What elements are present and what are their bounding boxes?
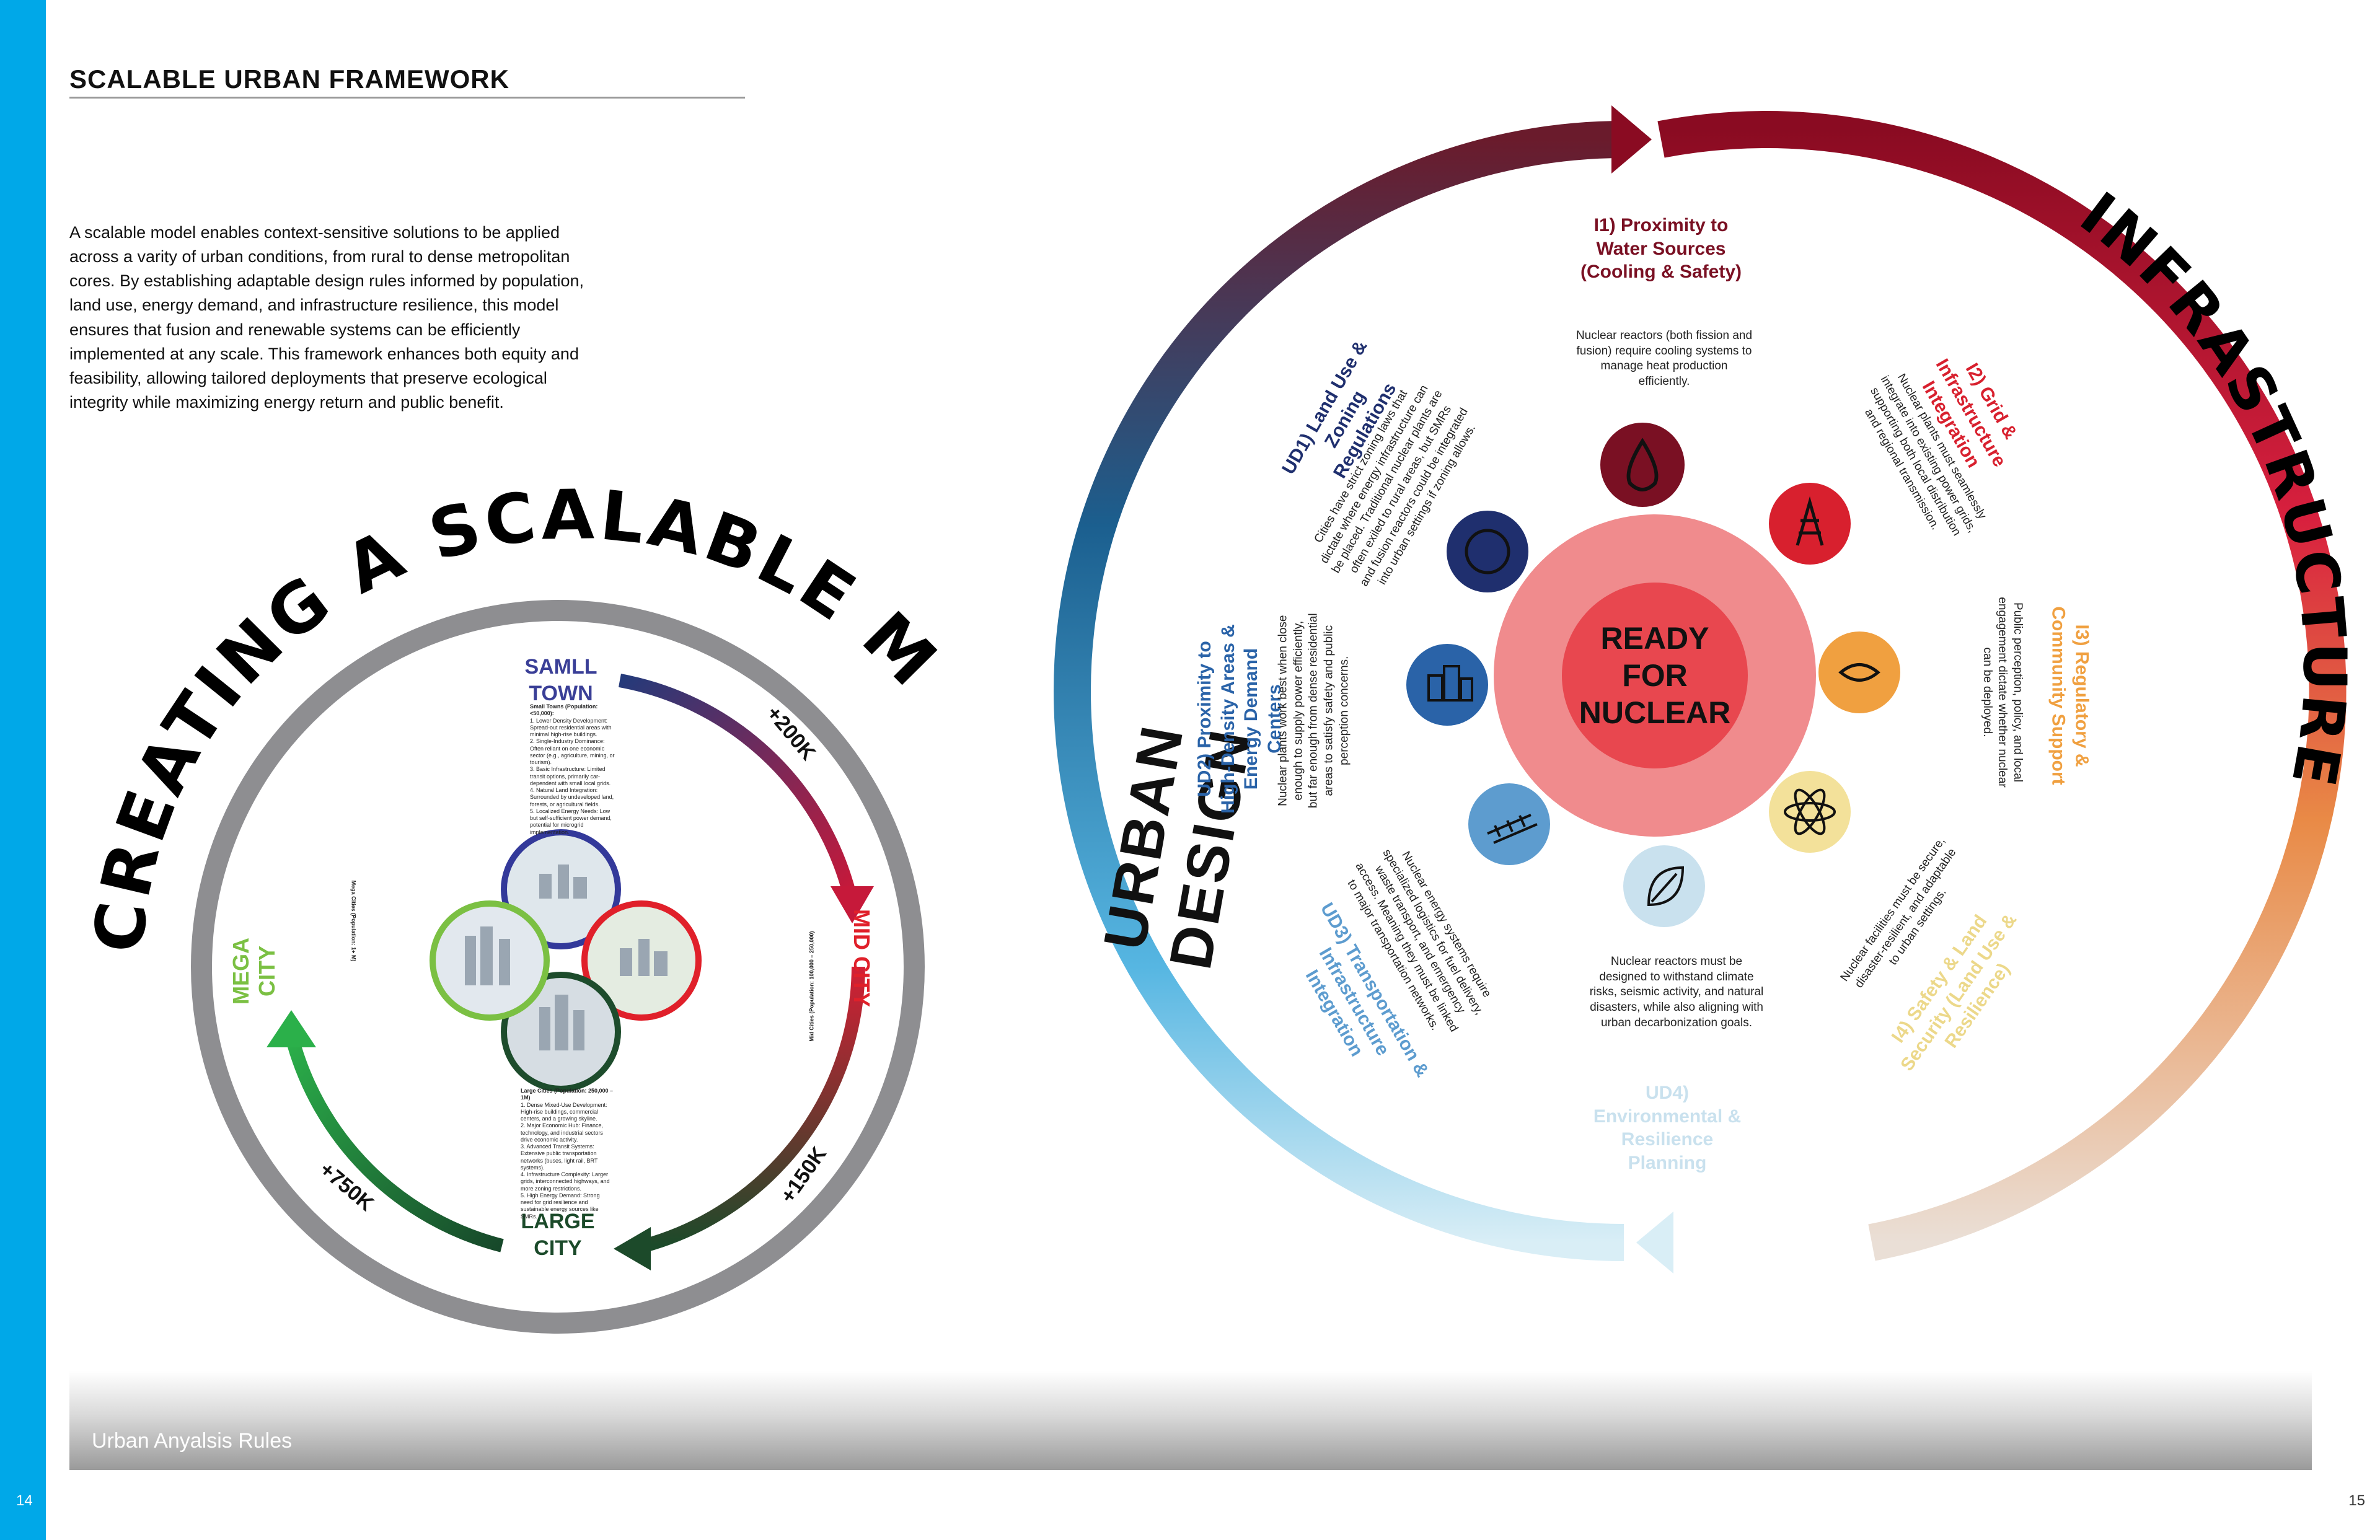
label-large-city: LARGE CITY: [521, 1210, 595, 1260]
atom-icon: [1769, 771, 1851, 853]
large-city-note: 5. High Energy Demand: Strong need for g…: [521, 1192, 600, 1220]
outer-gray-ring: [191, 600, 925, 1334]
ud4-description: Nuclear reactors must be designed to wit…: [1589, 955, 1764, 1029]
water-drop-icon: [1600, 423, 1685, 507]
arrow-head-large: [614, 1227, 651, 1270]
center-line-2: FOR: [1622, 658, 1688, 693]
handshake-glyph: [1838, 663, 1880, 682]
footer-label: Urban Anyalsis Rules: [92, 1429, 293, 1453]
water-drop-glyph: [1626, 438, 1659, 491]
i3-description: Public perception, policy, and local eng…: [1980, 597, 2025, 788]
small-town-note: 1. Lower Density Development: Spread-out…: [530, 717, 612, 738]
center-line-3: NUCLEAR: [1579, 695, 1731, 730]
handshake-icon: [1818, 631, 1900, 713]
zoning-map-icon: [1447, 511, 1528, 592]
page-title: SCALABLE URBAN FRAMEWORK: [69, 64, 509, 94]
large-city-note: 4. Infrastructure Complexity: Larger gri…: [521, 1171, 610, 1192]
mid-city-notes-title: Mid Cities (Population: 100,000 – 250,00…: [808, 931, 815, 1042]
i3-title: I3) Regulatory & Community Support: [2048, 606, 2092, 785]
atom-orbit-3: [1794, 788, 1826, 835]
i1-description: Nuclear reactors (both fission and fusio…: [1576, 329, 1753, 389]
arrow-head-mid: [831, 886, 874, 923]
page-number-right: 15: [2348, 1492, 2365, 1509]
center-label: READY FOR NUCLEAR: [1574, 620, 1735, 731]
small-town-notes: Small Towns (Population: <50,000): 1. Lo…: [530, 703, 617, 836]
small-town-note: 3. Basic Infrastructure: Limited transit…: [530, 766, 611, 786]
ud2-title: UD2) Proximity to High-Density Areas & E…: [1194, 624, 1285, 814]
urban-design-arc: [1054, 121, 1624, 1261]
buildings-icon: [1406, 644, 1488, 726]
ud2-description: Nuclear plants work best when close enou…: [1276, 613, 1351, 809]
arrow-head-mega: [267, 1010, 316, 1047]
buildings-glyph: [1427, 665, 1473, 702]
atom-orbit-1: [1784, 802, 1836, 822]
footer-band: [69, 1371, 2312, 1470]
label-mega-city: MEGA CITY: [228, 938, 280, 1005]
power-tower-glyph: [1796, 496, 1824, 546]
intro-paragraph: A scalable model enables context-sensiti…: [69, 223, 584, 411]
label-small-town: SAMLL TOWN: [524, 655, 597, 705]
infra-arrow-head: [1611, 105, 1652, 174]
title-underline: [69, 97, 745, 99]
center-inner-circle: [1562, 583, 1748, 768]
label-mid-city: MID CITY: [849, 909, 875, 1007]
small-town-note: 2. Single-Industry Dominance: Often reli…: [530, 738, 615, 765]
zoning-map-glyph: [1465, 529, 1510, 574]
small-town-note: 5. Localized Energy Needs: Low but self-…: [530, 807, 612, 835]
urban-arrow-head: [1636, 1212, 1673, 1274]
page-number-left: 14: [16, 1492, 33, 1509]
large-city-note: 1. Dense Mixed-Use Development: High-ris…: [521, 1101, 607, 1122]
railway-glyph: [1487, 814, 1538, 844]
power-tower-icon: [1769, 483, 1851, 565]
leaf-glyph: [1647, 866, 1685, 907]
large-city-note: 2. Major Economic Hub: Finance, technolo…: [521, 1122, 604, 1143]
arrow-mid-to-large: [643, 966, 865, 1252]
infrastructure-arc: [1657, 110, 2347, 1261]
i1-title: I1) Proximity to Water Sources (Cooling …: [1580, 215, 1742, 282]
small-town-note: 4. Natural Land Integration: Surrounded …: [530, 787, 614, 807]
arrow-small-to-mid: [619, 674, 856, 894]
arrow-large-to-mega: [284, 1033, 504, 1252]
center-line-1: READY: [1600, 621, 1709, 656]
large-city-note: 3. Advanced Transit Systems: Extensive p…: [521, 1143, 598, 1171]
mega-city-notes-title: Mega Cities (Population: 1+ M): [350, 880, 357, 962]
ud4-title: UD4) Environmental & Resilience Planning: [1593, 1083, 1742, 1173]
small-town-notes-title: Small Towns (Population: <50,000):: [530, 703, 598, 717]
large-city-notes: Large Cities (Population: 250,000 – 1M) …: [521, 1088, 614, 1220]
city-building-marks: [465, 865, 668, 1050]
large-city-notes-title: Large Cities (Population: 250,000 – 1M): [521, 1088, 614, 1101]
atom-orbit-2: [1794, 788, 1826, 835]
left-accent-bar: [0, 0, 46, 1540]
